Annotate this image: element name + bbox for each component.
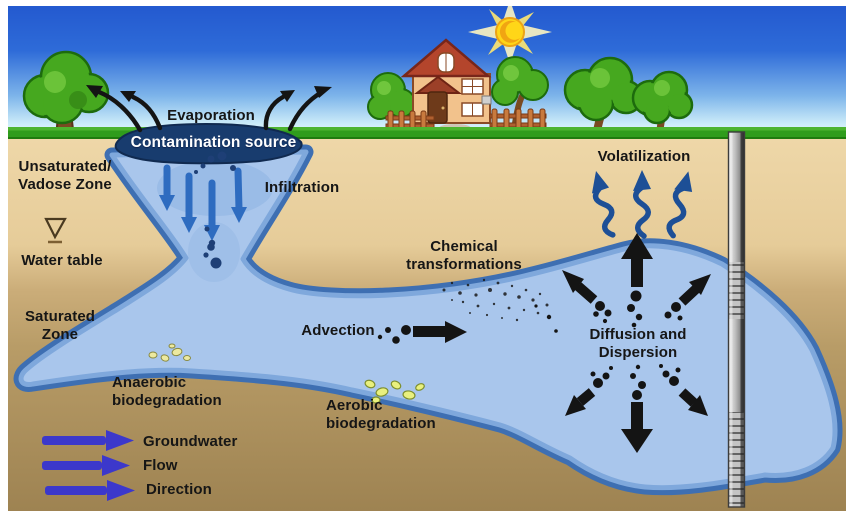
label-diffusion-line1: Diffusion and <box>589 326 687 343</box>
tree-icon <box>631 70 694 137</box>
label-unsaturated-zone: Unsaturated/ Vadose Zone <box>6 158 124 193</box>
label-chemical-line2: transformations <box>406 255 522 273</box>
label-anaerobic-line2: biodegradation <box>112 391 222 409</box>
infiltration-arrows <box>159 151 247 269</box>
anaerobic-microbes <box>148 343 191 362</box>
label-aerobic-line2: biodegradation <box>326 414 436 432</box>
groundwater-flow-arrows <box>42 430 135 501</box>
label-aerobic-biodegradation: Aerobic biodegradation <box>326 397 436 432</box>
evaporation-arrowheads <box>86 85 332 102</box>
tree-icon <box>367 72 416 120</box>
monitoring-well <box>727 131 746 508</box>
label-diffusion-line2: Dispersion <box>598 343 678 361</box>
sun-icon <box>468 0 552 64</box>
label-legend-flow: Flow <box>143 457 178 474</box>
advection-arrow <box>377 321 467 344</box>
label-diffusion-dispersion: Diffusion and Dispersion <box>570 326 706 361</box>
label-unsaturated-line1: Unsaturated/ <box>18 158 112 175</box>
label-volatilization: Volatilization <box>597 148 691 165</box>
label-chemical-line1: Chemical <box>430 238 498 255</box>
tree-icon <box>491 56 549 131</box>
label-evaporation: Evaporation <box>167 107 255 124</box>
label-chemical-transformations: Chemical transformations <box>385 238 543 273</box>
label-saturated-line2: Zone <box>41 325 79 343</box>
label-contamination-source: Contamination source <box>130 134 297 151</box>
label-water-table: Water table <box>21 252 103 269</box>
diffusion-arrows <box>534 233 711 453</box>
label-anaerobic-line1: Anaerobic <box>112 374 187 391</box>
label-aerobic-line1: Aerobic <box>326 397 383 414</box>
aerobic-microbes <box>364 379 425 404</box>
contamination-source-blob <box>114 122 303 165</box>
label-anaerobic-biodegradation: Anaerobic biodegradation <box>112 374 222 409</box>
label-legend-direction: Direction <box>146 481 212 498</box>
tree-icon <box>563 56 644 137</box>
label-unsaturated-line2: Vadose Zone <box>18 175 112 193</box>
label-saturated-zone: Saturated Zone <box>10 308 110 343</box>
label-saturated-line1: Saturated <box>24 308 96 325</box>
volatilization-arrows <box>591 170 693 239</box>
label-advection: Advection <box>301 322 375 339</box>
chemical-speckles <box>442 278 549 322</box>
label-legend-groundwater: Groundwater <box>143 433 238 450</box>
water-table-icon <box>44 217 67 244</box>
label-infiltration: Infiltration <box>264 179 340 196</box>
